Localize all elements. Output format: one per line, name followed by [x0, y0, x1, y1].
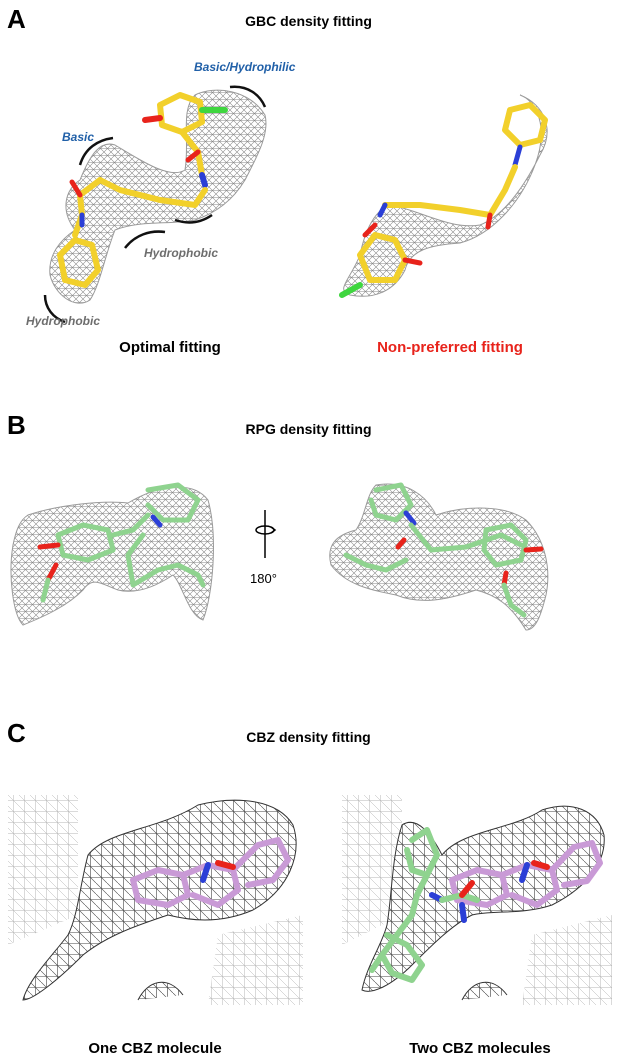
cbz-molecule [130, 837, 291, 908]
caption-two-cbz: Two CBZ molecules [409, 1040, 551, 1057]
rpg-fit-figure-right [329, 482, 549, 631]
cbz-single-fit-figure [8, 795, 303, 1005]
caption-nonpreferred-fitting: Non-preferred fitting [377, 339, 523, 356]
tag-hydrophobic-2: Hydrophobic [26, 314, 100, 328]
gbc-molecule [57, 92, 228, 288]
panel-letter-c: C [7, 718, 26, 748]
panel-b-title: RPG density fitting [245, 421, 372, 437]
panel-c-title: CBZ density fitting [246, 729, 371, 745]
density-mesh [361, 805, 605, 992]
rotation-label: 180° [250, 571, 277, 586]
tag-basic: Basic [62, 130, 95, 144]
gbc-molecule [339, 102, 548, 298]
tag-hydrophobic-1: Hydrophobic [144, 246, 218, 260]
density-mesh [10, 486, 214, 626]
cbz-double-fit-figure [342, 795, 612, 1005]
density-mesh [329, 483, 549, 631]
gbc-optimal-fit-figure [43, 85, 267, 324]
rpg-molecule [37, 482, 206, 603]
density-mesh [343, 94, 548, 297]
panel-letter-a: A [7, 4, 26, 34]
caption-optimal-fitting: Optimal fitting [119, 339, 221, 356]
cbz-molecule-1 [449, 840, 603, 908]
rpg-fit-figure-left [10, 482, 214, 626]
tag-basic-hydrophilic: Basic/Hydrophilic [194, 60, 296, 74]
cbz-molecule-2 [369, 827, 480, 983]
density-mesh [22, 799, 297, 1001]
panel-a-title: GBC density fitting [245, 13, 372, 29]
gbc-nonpreferred-fit-figure [339, 94, 548, 298]
panel-letter-b: B [7, 410, 26, 440]
caption-one-cbz: One CBZ molecule [88, 1040, 222, 1057]
rpg-molecule [343, 482, 544, 618]
rotation-icon [255, 510, 277, 558]
binding-pocket-arcs [43, 85, 267, 324]
